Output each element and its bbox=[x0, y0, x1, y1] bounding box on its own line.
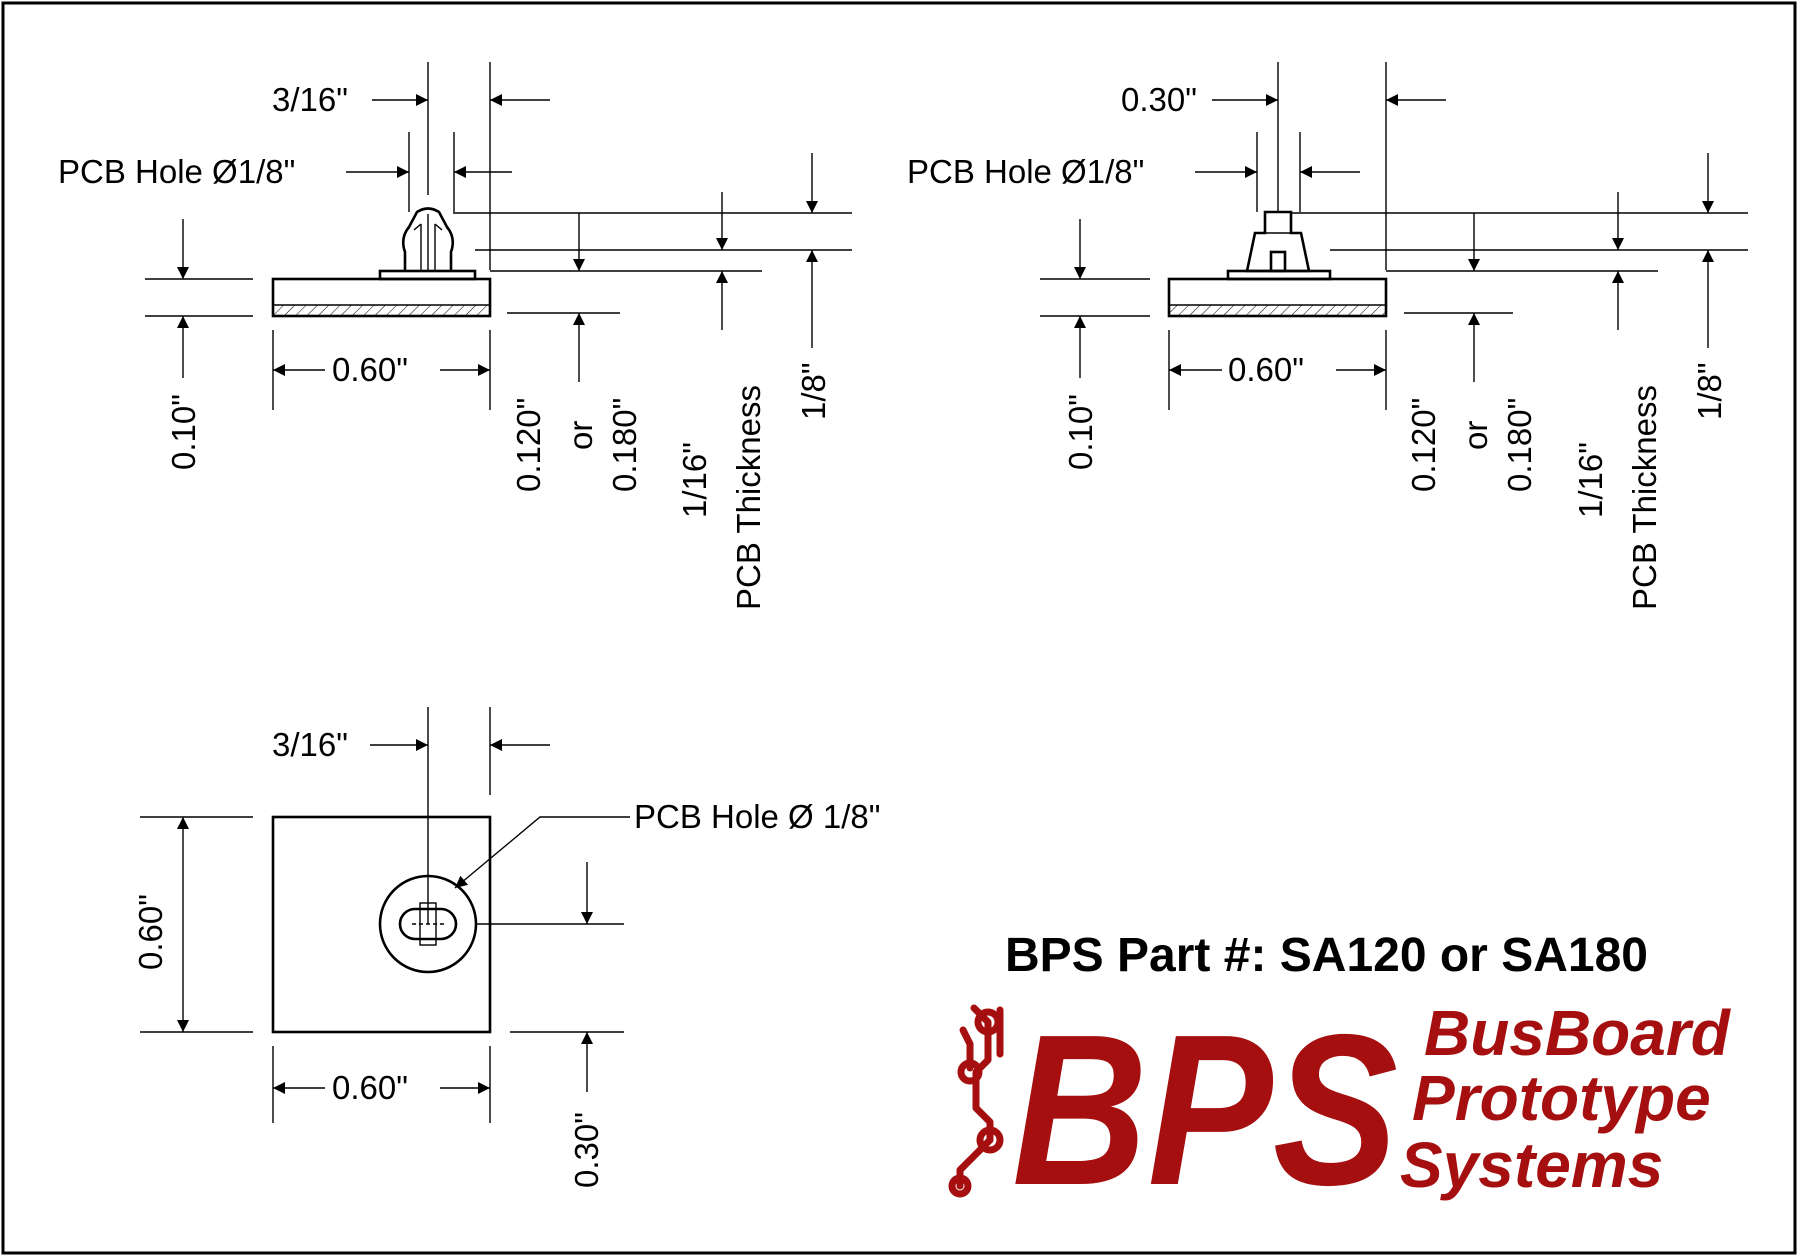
pin-collar bbox=[378, 269, 477, 281]
base-width-label: 0.60" bbox=[332, 351, 408, 388]
side-view-snap-lock: 3/16" PCB Hole Ø1/8" 0.10" 0.60" 0.120" … bbox=[58, 62, 852, 610]
part-number: BPS Part #: SA120 or SA180 bbox=[1005, 929, 1648, 982]
height-label: 0.60" bbox=[132, 894, 169, 970]
adhesive-layer bbox=[1168, 304, 1387, 317]
base-thickness-label: 0.10" bbox=[165, 394, 202, 470]
circuit-trace-icon bbox=[948, 1004, 1004, 1198]
bps-logo: BPS BusBoard Prototype Systems bbox=[948, 989, 1732, 1230]
side-view-locking-post: 0.30" PCB Hole Ø1/8" 0.10" 0.60" 0.120" … bbox=[907, 62, 1748, 610]
pcb-thickness-value: 1/16" bbox=[1572, 442, 1609, 518]
logo-line-busboard: BusBoard bbox=[1424, 997, 1732, 1069]
pcb-thickness-label: PCB Thickness bbox=[1626, 385, 1663, 610]
pin-width-label: 3/16" bbox=[272, 726, 348, 763]
width-label: 0.60" bbox=[332, 1069, 408, 1106]
height-a-label: 0.120" bbox=[510, 398, 547, 492]
height-b-label: 0.180" bbox=[606, 398, 643, 492]
snap-lock-pin bbox=[401, 207, 455, 271]
hole-callout-label: PCB Hole Ø1/8" bbox=[58, 153, 295, 190]
adhesive-layer bbox=[272, 304, 491, 317]
height-or-label: or bbox=[1457, 421, 1494, 450]
height-a-label: 0.120" bbox=[1405, 398, 1442, 492]
height-b-label: 0.180" bbox=[1501, 398, 1538, 492]
logo-letters: BPS bbox=[1012, 989, 1398, 1230]
base-thickness-label: 0.10" bbox=[1062, 394, 1099, 470]
base-width-label: 0.60" bbox=[1228, 351, 1304, 388]
hole-callout-label: PCB Hole Ø 1/8" bbox=[634, 798, 881, 835]
pin-offset-label: 0.30" bbox=[1121, 81, 1197, 118]
pcb-max-label: 1/8" bbox=[1691, 362, 1728, 420]
height-or-label: or bbox=[562, 421, 599, 450]
logo-line-prototype: Prototype bbox=[1412, 1062, 1711, 1134]
hole-callout-label: PCB Hole Ø1/8" bbox=[907, 153, 1144, 190]
base-outline bbox=[271, 815, 492, 1034]
pcb-max-label: 1/8" bbox=[795, 362, 832, 420]
top-view: 3/16" PCB Hole Ø 1/8" 0.60" 0.60" 0.30" bbox=[132, 707, 881, 1188]
pcb-thickness-value: 1/16" bbox=[676, 442, 713, 518]
pin-width-label: 3/16" bbox=[272, 81, 348, 118]
pcb-thickness-label: PCB Thickness bbox=[730, 385, 767, 610]
locking-post bbox=[1245, 210, 1311, 273]
logo-line-systems: Systems bbox=[1400, 1129, 1663, 1201]
center-offset-label: 0.30" bbox=[568, 1112, 605, 1188]
post-tip bbox=[1269, 250, 1287, 273]
